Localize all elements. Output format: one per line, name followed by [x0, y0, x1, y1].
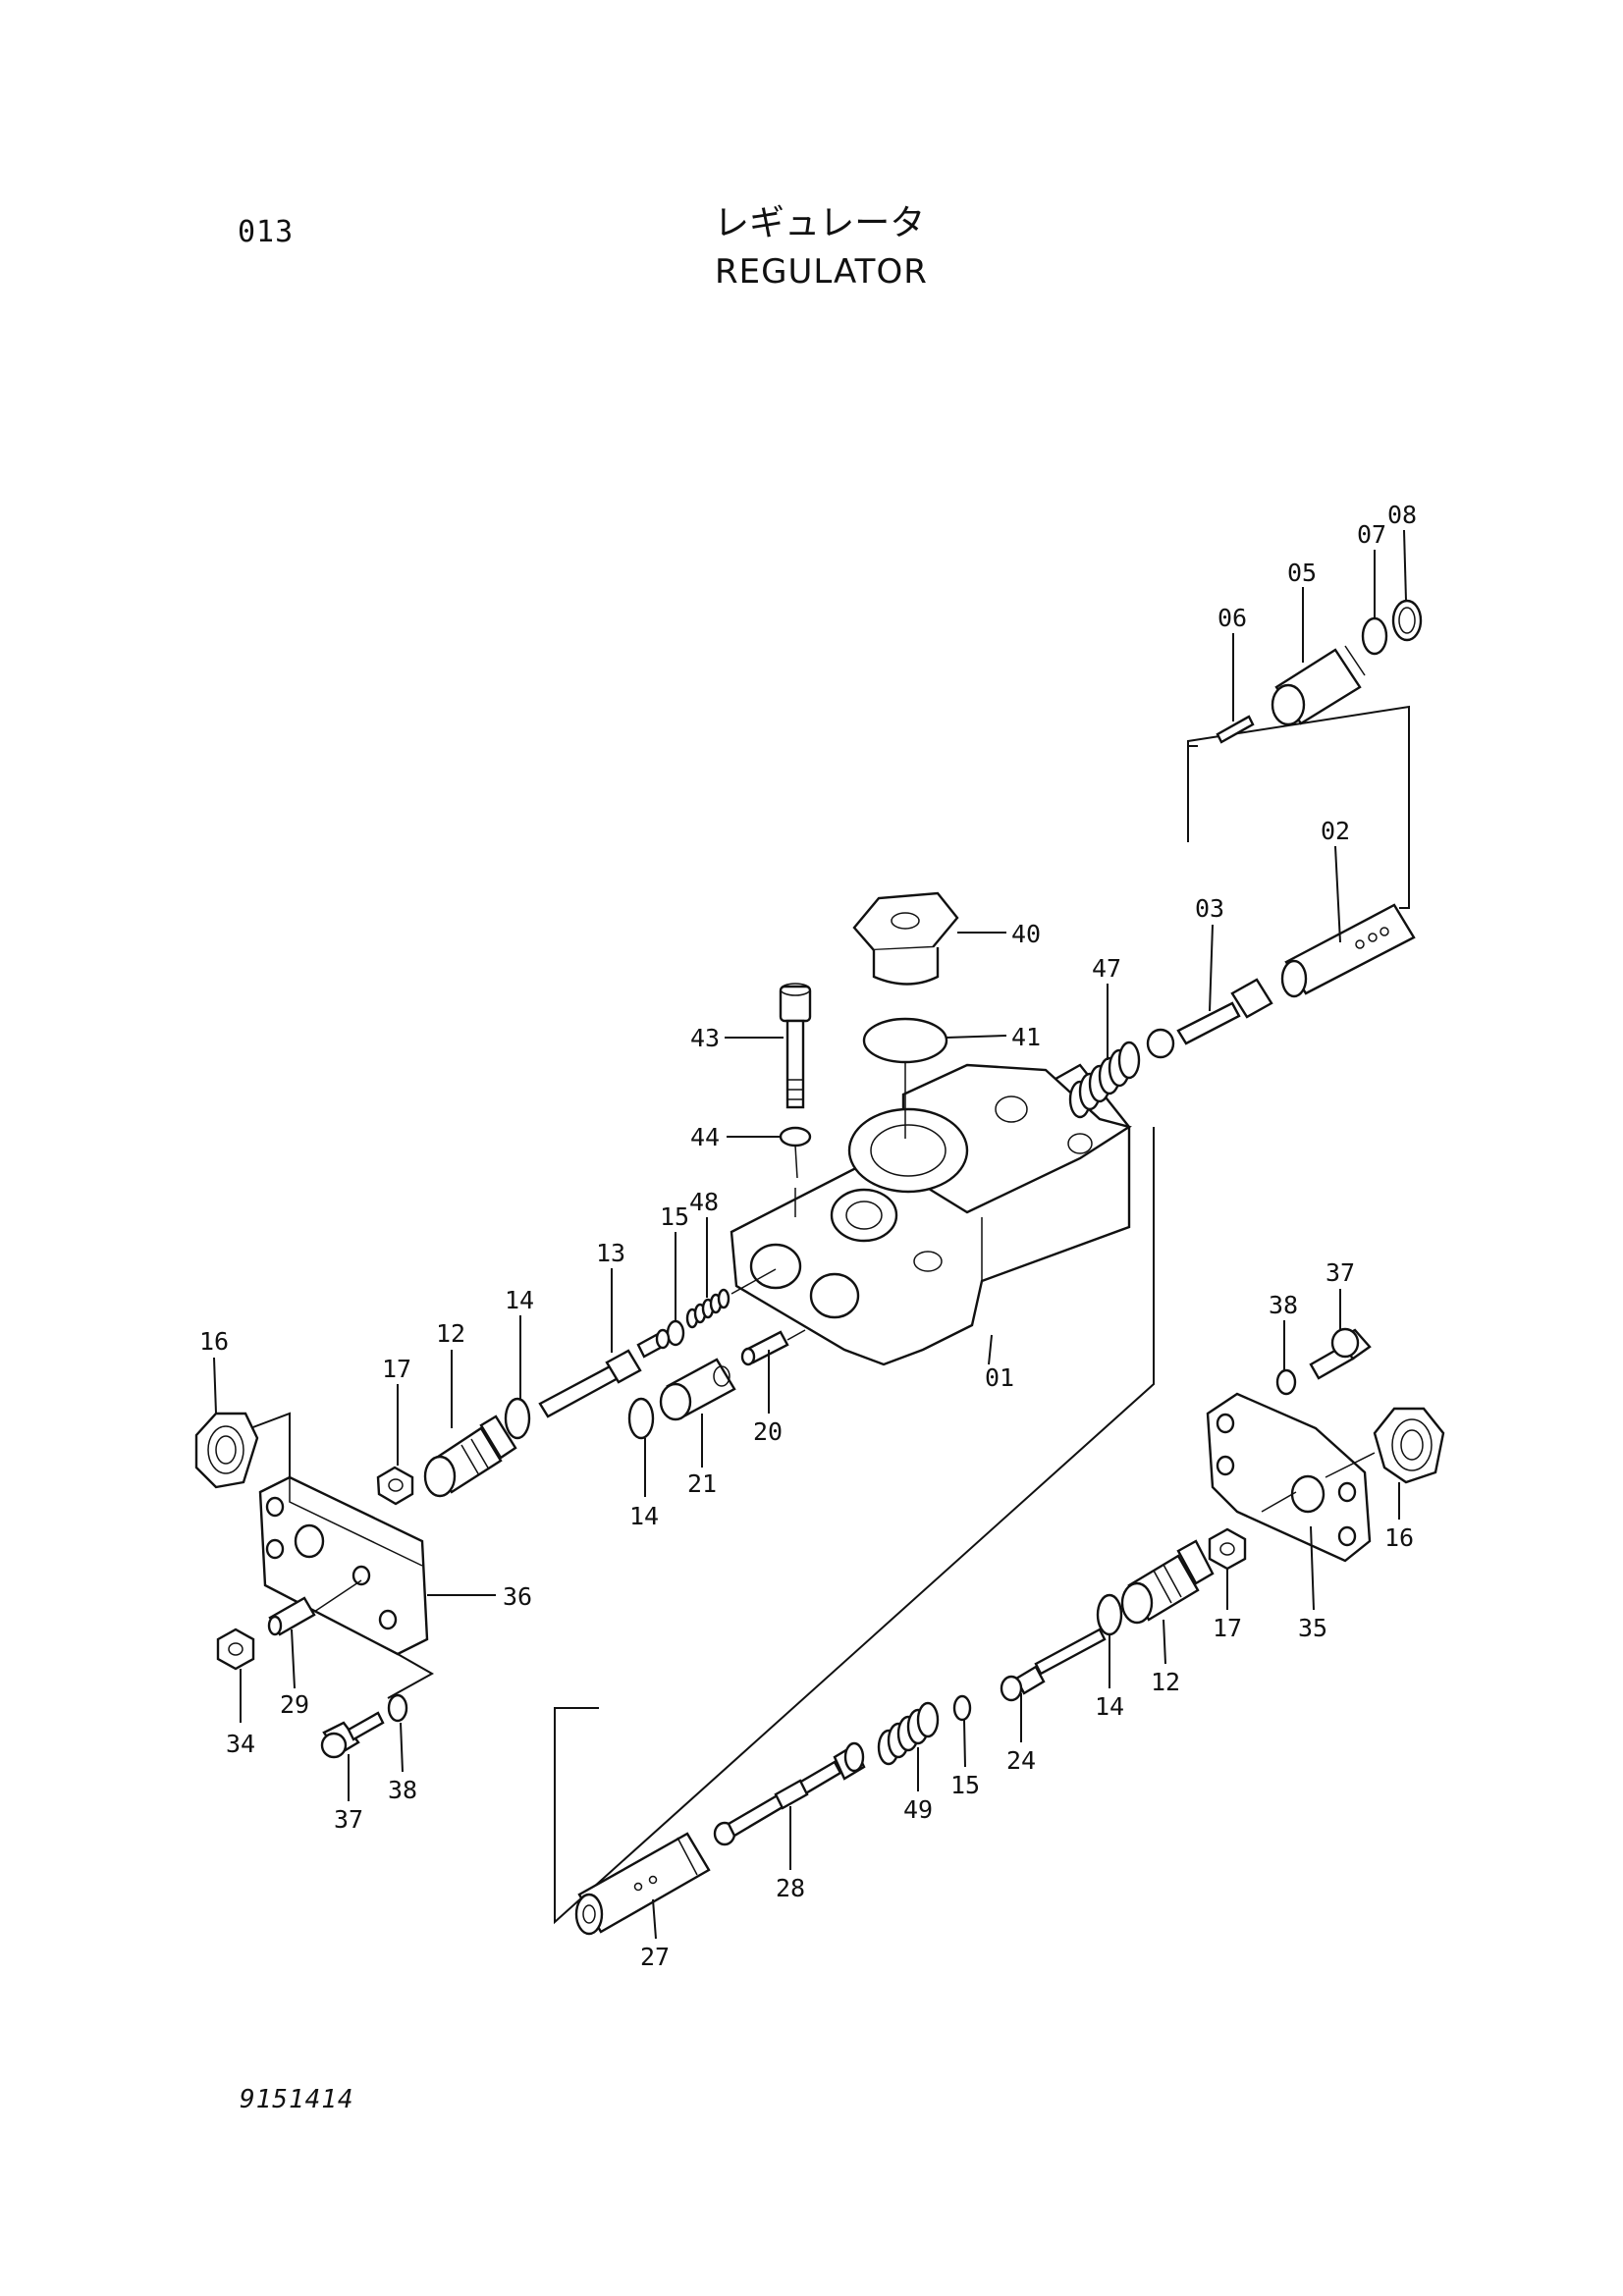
callout-14a: 14: [505, 1286, 534, 1314]
callout-43: 43: [690, 1024, 720, 1052]
callout-03: 03: [1195, 894, 1224, 923]
part-29-set-screw: [267, 1596, 316, 1636]
callout-40: 40: [1011, 920, 1041, 948]
part-49-spring: [877, 1701, 940, 1766]
title-english: REGULATOR: [715, 252, 928, 292]
callout-02: 02: [1321, 817, 1350, 845]
part-14-o-ring-c: [1096, 1593, 1123, 1636]
part-24-piston: [1000, 1628, 1107, 1702]
part-03-spool: [1146, 978, 1273, 1059]
callout-48: 48: [689, 1188, 719, 1216]
part-06-pin: [1216, 715, 1255, 744]
callout-38a: 38: [388, 1776, 417, 1804]
group-outline-main: [554, 1127, 1155, 1925]
callout-06: 06: [1217, 604, 1247, 632]
callout-15b: 15: [950, 1771, 980, 1799]
callout-24: 24: [1006, 1746, 1036, 1775]
sheet-number: 013: [238, 215, 295, 249]
callout-27: 27: [640, 1943, 670, 1971]
part-15-ring-lower: [952, 1694, 972, 1722]
part-34-nut: [216, 1628, 255, 1671]
part-48-spring: [685, 1288, 730, 1329]
callout-16b: 16: [1384, 1523, 1414, 1552]
callout-35: 35: [1298, 1614, 1327, 1642]
callout-13: 13: [596, 1239, 625, 1267]
part-16-nut-right: [1373, 1407, 1445, 1484]
callout-20: 20: [753, 1417, 783, 1446]
part-37-bolt-right: [1309, 1327, 1372, 1380]
callout-07: 07: [1357, 520, 1386, 549]
callout-37a: 37: [334, 1805, 363, 1834]
part-12-plug-left: [423, 1415, 517, 1498]
part-40-plug: [852, 891, 959, 986]
callout-01: 01: [985, 1363, 1014, 1392]
callout-41: 41: [1011, 1023, 1041, 1051]
group-outline-top-left: [1187, 745, 1198, 842]
part-05-plug: [1271, 645, 1366, 726]
part-08-backup-ring: [1391, 599, 1423, 642]
title-japanese: レギュレータ: [714, 203, 926, 243]
part-28-spool: [713, 1741, 866, 1846]
part-47-spring: [1068, 1041, 1141, 1119]
part-44-washer: [779, 1126, 812, 1148]
part-02-sleeve: [1280, 903, 1416, 998]
part-21-piston: [659, 1358, 736, 1421]
callout-49: 49: [903, 1795, 933, 1824]
callout-28: 28: [776, 1874, 805, 1902]
callout-29: 29: [280, 1690, 309, 1719]
callout-36: 36: [503, 1582, 532, 1611]
part-17-nut-left: [376, 1466, 414, 1506]
callout-14b: 14: [629, 1502, 659, 1530]
callout-21: 21: [687, 1469, 717, 1498]
part-38-washer-left: [387, 1693, 408, 1723]
part-14-o-ring-a: [504, 1397, 531, 1440]
part-12-plug-right: [1120, 1539, 1215, 1625]
part-13-piston: [538, 1328, 671, 1418]
callout-14c: 14: [1095, 1692, 1124, 1721]
part-17-nut-right: [1208, 1527, 1247, 1571]
callout-16a: 16: [199, 1327, 229, 1356]
part-27-sleeve: [574, 1832, 711, 1936]
part-35-plate-right: [1206, 1392, 1372, 1563]
part-38-washer-right: [1275, 1368, 1297, 1396]
part-36-plate-left: [258, 1475, 429, 1656]
callout-37b: 37: [1325, 1258, 1355, 1287]
part-14-o-ring-b: [627, 1397, 655, 1440]
callout-34: 34: [226, 1730, 255, 1758]
drawing-number: 9151414: [240, 2085, 354, 2114]
part-43-bolt: [779, 983, 812, 1109]
part-20-screw: [740, 1330, 789, 1366]
callout-47: 47: [1092, 954, 1121, 983]
callout-44: 44: [690, 1123, 720, 1151]
callout-17a: 17: [382, 1355, 411, 1383]
callout-08: 08: [1387, 501, 1417, 529]
callout-12a: 12: [436, 1319, 465, 1348]
part-15-ring-upper: [666, 1319, 685, 1347]
callout-05: 05: [1287, 559, 1317, 587]
callout-17b: 17: [1213, 1614, 1242, 1642]
part-16-nut-left: [194, 1412, 259, 1489]
callout-15a: 15: [660, 1202, 689, 1231]
part-37-bolt-left: [320, 1711, 385, 1759]
callout-12b: 12: [1151, 1668, 1180, 1696]
part-41-o-ring: [862, 1017, 948, 1064]
callout-38b: 38: [1269, 1291, 1298, 1319]
regulator-body: [730, 1063, 1132, 1366]
part-07-o-ring: [1361, 616, 1388, 656]
